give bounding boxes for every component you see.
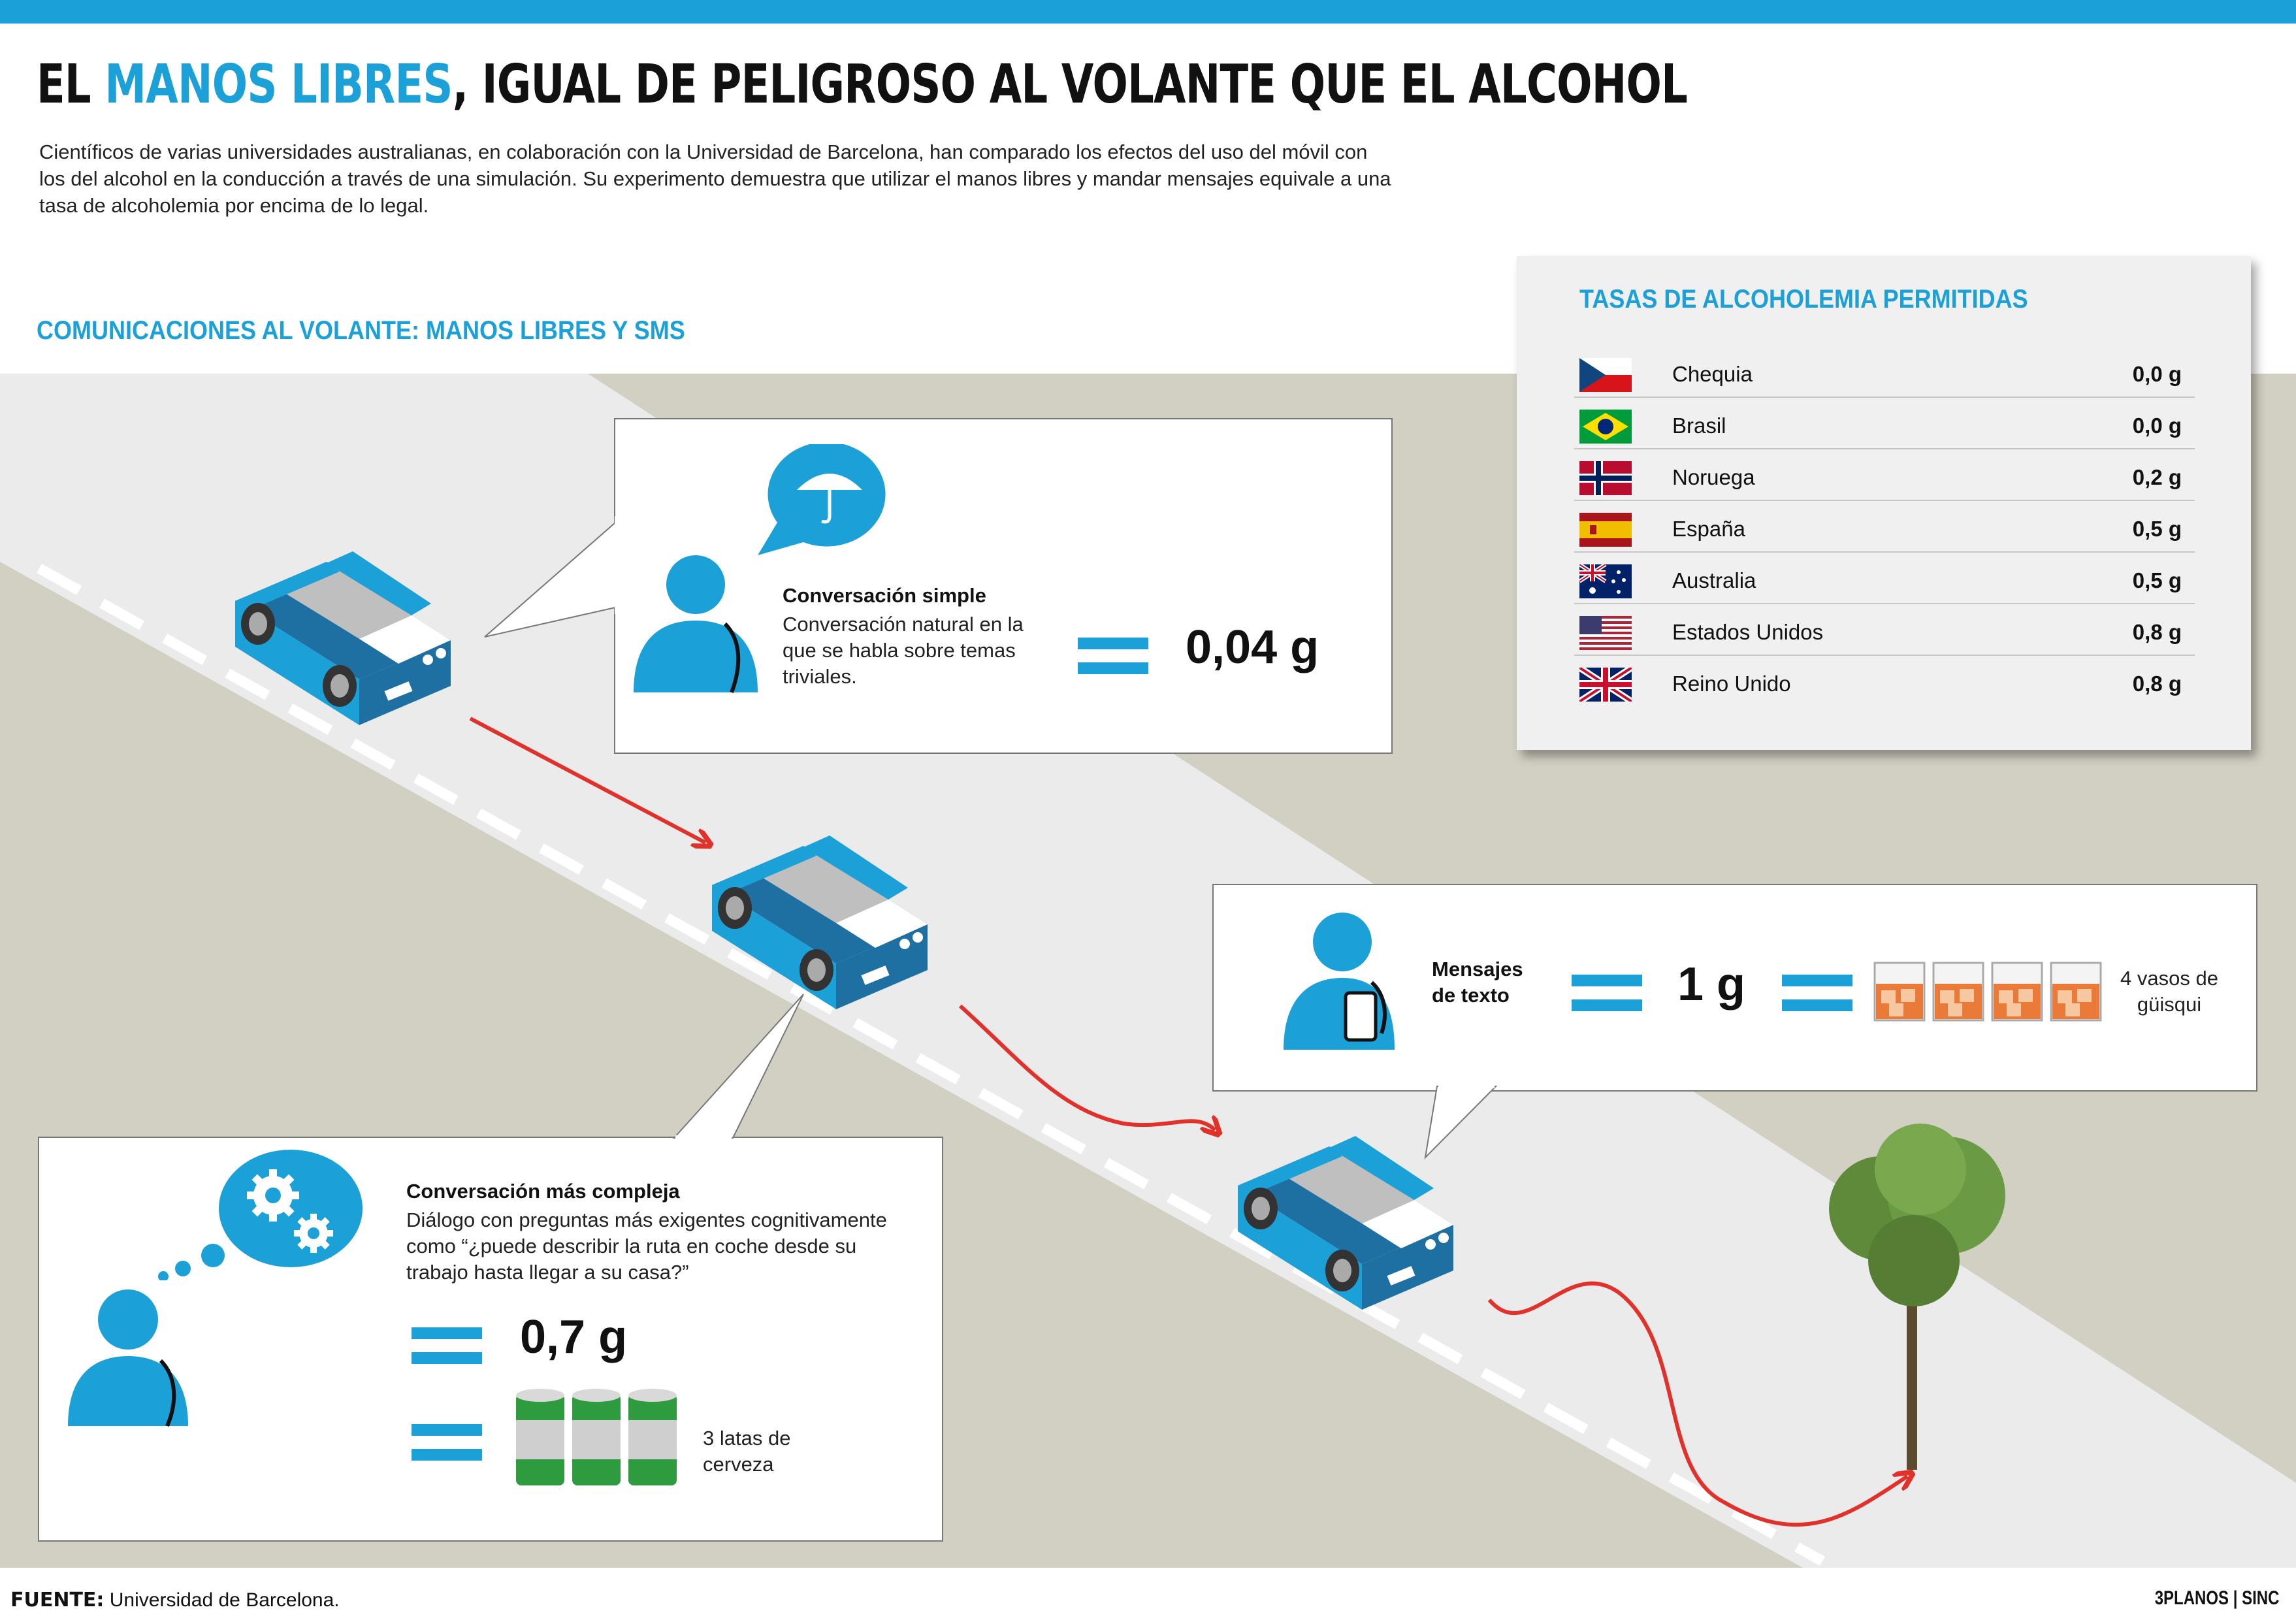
spain-flag-icon <box>1579 513 1632 547</box>
whisky-glasses-icon <box>1873 962 2102 1022</box>
country-value: 0,0 g <box>2132 413 2182 438</box>
norway-flag-icon <box>1579 461 1632 495</box>
country-name: Estados Unidos <box>1672 620 1824 644</box>
source-note: FUENTE: Universidad de Barcelona. <box>10 1589 340 1612</box>
country-value: 0,8 g <box>2132 672 2182 696</box>
uk-flag-icon <box>1579 668 1632 702</box>
equals-bar <box>1782 999 1852 1011</box>
table-row: Noruega 0,2 g <box>1574 448 2195 501</box>
source-label: FUENTE: <box>10 1589 105 1612</box>
path-arrow-2 <box>959 1004 1215 1130</box>
path-arrow-1 <box>469 717 705 843</box>
simple-desc: Conversación natural en la que se habla … <box>783 613 1024 688</box>
complex-title: Conversación más compleja <box>406 1180 680 1203</box>
table-row: Chequia 0,0 g <box>1574 345 2195 398</box>
country-name: Australia <box>1672 568 1756 592</box>
equals-bar <box>1572 975 1642 986</box>
usa-flag-icon <box>1579 616 1632 650</box>
lane-dashes <box>37 564 1825 1566</box>
equals-bar <box>1078 638 1148 649</box>
sms-callout-tail <box>1424 1084 1498 1159</box>
complex-desc: Diálogo con preguntas más exigentes cogn… <box>406 1208 887 1284</box>
road <box>0 374 2296 1568</box>
beer-cans-icon <box>516 1389 677 1485</box>
person-simple-icon <box>634 555 758 694</box>
table-row: Australia 0,5 g <box>1574 551 2195 604</box>
person-complex-icon <box>68 1289 188 1427</box>
equals-bar <box>412 1424 482 1436</box>
country-value: 0,0 g <box>2132 362 2182 386</box>
sms-title: Mensajes de texto <box>1432 958 1523 1007</box>
umbrella-icon <box>758 444 886 555</box>
table-row: Brasil 0,0 g <box>1574 397 2195 449</box>
equals-bar <box>412 1352 482 1364</box>
brazil-flag-icon <box>1579 410 1632 444</box>
complex-callout-tail <box>673 994 804 1142</box>
country-value: 0,5 g <box>2132 517 2182 541</box>
equals-bar <box>412 1327 482 1339</box>
tree <box>1829 1124 2005 1470</box>
section-title: COMUNICACIONES AL VOLANTE: MANOS LIBRES … <box>37 316 685 345</box>
person-sms-icon <box>1284 913 1395 1050</box>
table-row: Reino Unido 0,8 g <box>1574 655 2195 706</box>
country-value: 0,2 g <box>2132 465 2182 489</box>
country-value: 0,8 g <box>2132 620 2182 644</box>
phone-icon <box>1344 991 1378 1042</box>
equals-bar <box>1782 975 1852 986</box>
complex-value: 0,7 g <box>520 1311 628 1363</box>
equals-bar <box>1572 999 1642 1011</box>
intro-text: Científicos de varias universidades aust… <box>39 140 1391 217</box>
simple-value: 0,04 g <box>1186 621 1319 673</box>
czech-flag-icon <box>1579 358 1632 392</box>
rates-table-panel <box>1517 256 2251 750</box>
path-arrow-3 <box>1487 1281 1907 1527</box>
country-name: Noruega <box>1672 465 1755 489</box>
country-name: Brasil <box>1672 413 1726 438</box>
simple-conversation-box <box>614 418 1393 754</box>
title-highlight: MANOS LIBRES <box>105 54 453 116</box>
sms-value: 1 g <box>1677 958 1746 1011</box>
table-row: España 0,5 g <box>1574 500 2195 553</box>
rates-table-title: TASAS DE ALCOHOLEMIA PERMITIDAS <box>1579 285 2028 314</box>
page-title: EL MANOS LIBRES, IGUAL DE PELIGROSO AL V… <box>37 54 1688 116</box>
credit: 3PLANOS | SINC <box>2154 1587 2279 1609</box>
source-text: Universidad de Barcelona. <box>104 1589 340 1611</box>
complex-conversation-box <box>38 1137 943 1542</box>
country-name: Chequia <box>1672 362 1753 386</box>
gears-icon <box>158 1150 363 1280</box>
country-name: España <box>1672 517 1745 541</box>
top-bar <box>0 0 2296 24</box>
simple-callout-tail <box>484 516 620 638</box>
australia-flag-icon <box>1579 564 1632 598</box>
country-name: Reino Unido <box>1672 672 1791 696</box>
equals-bar <box>412 1449 482 1461</box>
table-row: Estados Unidos 0,8 g <box>1574 603 2195 656</box>
sms-equivalent: 4 vasos de güisqui <box>2120 967 2218 1016</box>
complex-equivalent: 3 latas de cerveza <box>703 1427 791 1476</box>
country-value: 0,5 g <box>2132 568 2182 592</box>
simple-title: Conversación simple <box>783 584 986 607</box>
equals-bar <box>1078 662 1148 674</box>
